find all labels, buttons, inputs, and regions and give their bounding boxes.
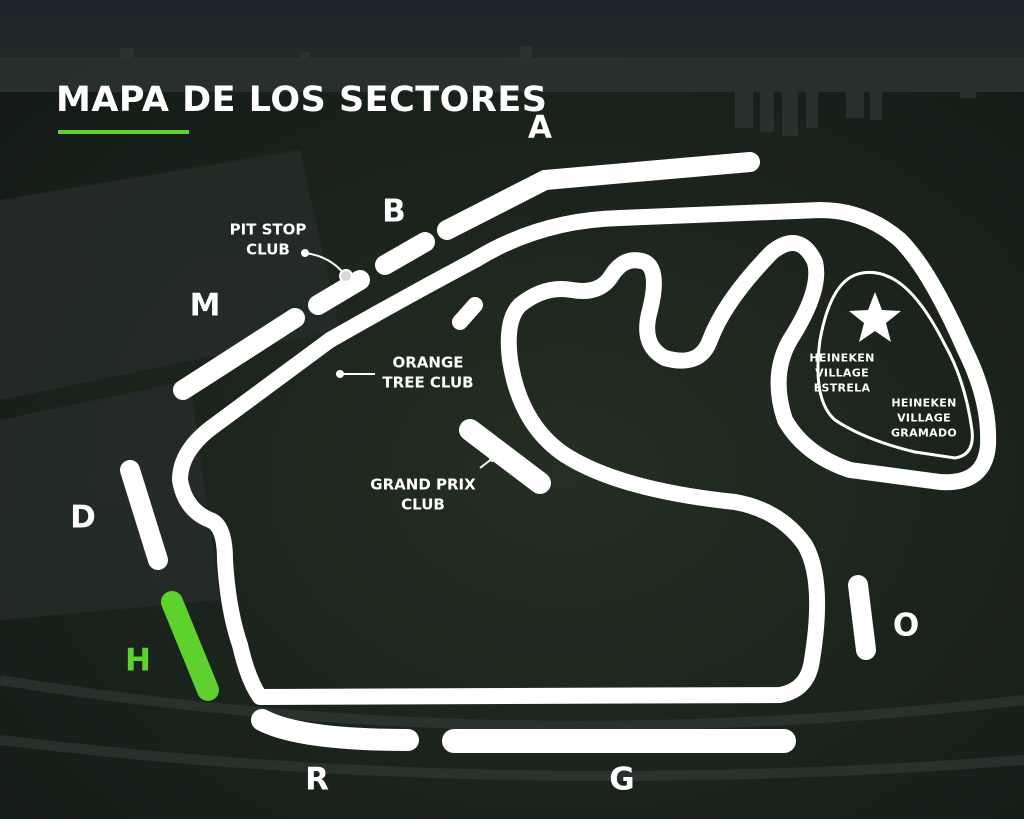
- inner-curb-segment: [452, 297, 483, 330]
- sector-segment-a[interactable]: [437, 170, 555, 240]
- orange-tree-club-line1: ORANGE: [392, 353, 464, 372]
- sector-label-a[interactable]: A: [528, 109, 552, 146]
- title-underline: [58, 130, 189, 134]
- sector-segment-h[interactable]: [161, 591, 219, 701]
- sector-segment-m[interactable]: [173, 308, 305, 400]
- grand-prix-club-line1: GRAND PRIX: [370, 475, 476, 494]
- heineken-village-boundary: [816, 270, 974, 460]
- sector-label-g[interactable]: G: [609, 761, 635, 798]
- pit-stop-club-leader: [301, 249, 353, 283]
- sector-segment-d[interactable]: [120, 460, 168, 570]
- heineken-village-estrela-line1: HEINEKEN: [809, 351, 875, 365]
- orange-tree-club-line2: TREE CLUB: [382, 373, 474, 391]
- sector-label-b[interactable]: B: [382, 193, 406, 230]
- sector-segment-r[interactable]: [251, 709, 419, 751]
- heineken-village-gramado-line3: GRAMADO: [890, 426, 958, 440]
- sector-label-h[interactable]: H: [125, 642, 151, 679]
- city-skyline: [0, 46, 1024, 136]
- sector-label-d[interactable]: D: [70, 499, 96, 536]
- sector-segment-b-2[interactable]: [308, 270, 370, 315]
- heineken-village-estrela-line3: ESTRELA: [813, 381, 871, 395]
- heineken-village-gramado-line2: VILLAGE: [897, 411, 951, 425]
- sector-segment-o[interactable]: [848, 575, 876, 660]
- heineken-village-gramado-label[interactable]: HEINEKEN VILLAGE GRAMADO: [891, 397, 957, 442]
- orange-tree-club-leader: [336, 370, 375, 378]
- sector-label-r[interactable]: R: [305, 761, 329, 798]
- heineken-village-estrela-label[interactable]: HEINEKEN VILLAGE ESTRELA: [809, 352, 874, 397]
- sector-segment-a-straight[interactable]: [535, 152, 760, 190]
- pit-stop-club-line2: CLUB: [246, 240, 290, 258]
- orange-tree-club-label[interactable]: ORANGE TREE CLUB: [382, 354, 473, 393]
- heineken-village-estrela-line2: VILLAGE: [815, 366, 869, 380]
- grand-prix-club-label[interactable]: GRAND PRIX CLUB: [370, 476, 475, 515]
- page-title: MAPA DE LOS SECTORES: [56, 80, 548, 120]
- circuit-track: [172, 202, 997, 705]
- sector-label-m[interactable]: M: [189, 287, 221, 324]
- grand-prix-club-segment[interactable]: [459, 419, 551, 494]
- grand-prix-club-line2: CLUB: [401, 495, 445, 513]
- star-icon: [849, 292, 901, 342]
- sector-label-o[interactable]: O: [892, 607, 920, 644]
- heineken-village-gramado-line1: HEINEKEN: [891, 396, 957, 410]
- grand-prix-club-leader: [479, 454, 497, 469]
- pit-stop-club-label[interactable]: PIT STOP CLUB: [230, 221, 307, 260]
- sector-segment-b-1[interactable]: [375, 232, 435, 275]
- outer-roads: [0, 675, 1024, 781]
- pit-stop-club-line1: PIT STOP: [229, 220, 307, 239]
